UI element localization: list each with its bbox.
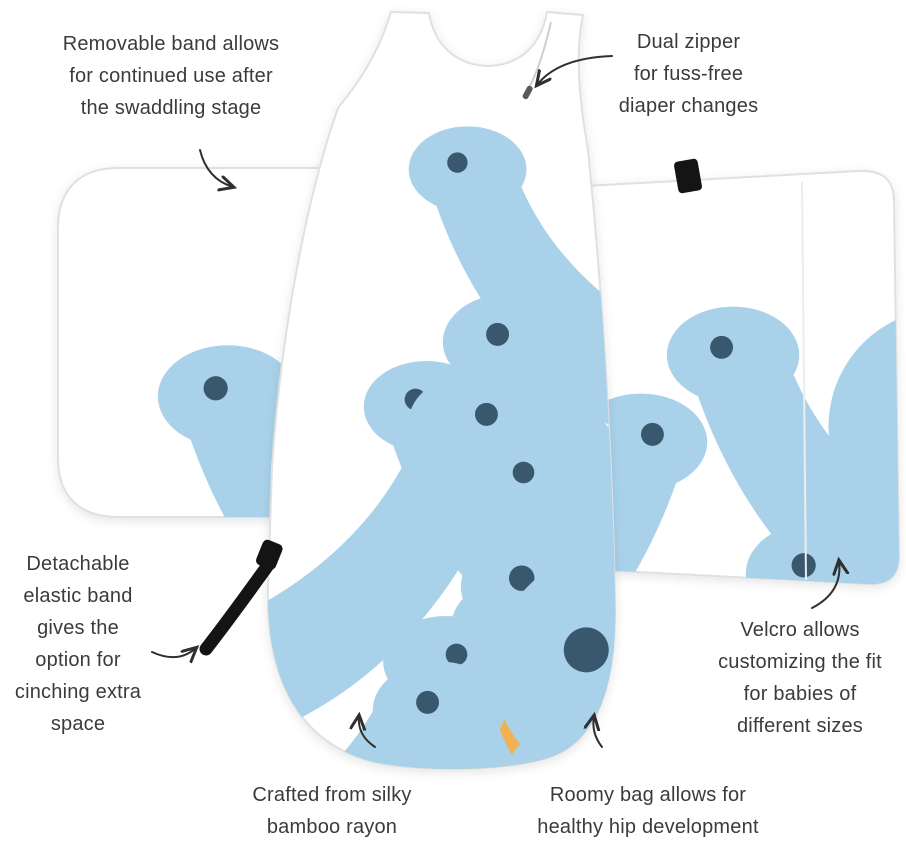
callout-detachable-band: Detachable elastic band gives the option… <box>2 548 154 740</box>
velcro-seam <box>801 181 807 581</box>
callout-line: the swaddling stage <box>80 97 262 119</box>
callout-line: Crafted from silky <box>252 784 412 806</box>
callout-removable-band: Removable band allows for continued use … <box>30 28 312 124</box>
callout-line: space <box>50 713 106 735</box>
arrow-bamboo <box>359 716 376 748</box>
callout-line: different sizes <box>736 715 864 737</box>
callout-dual-zipper: Dual zipper for fuss-free diaper changes <box>586 26 791 122</box>
callout-line: option for <box>35 649 121 671</box>
zipper-seam <box>529 21 552 87</box>
callout-line: customizing the fit <box>718 651 882 673</box>
callout-velcro: Velcro allows customizing the fit for ba… <box>690 614 906 742</box>
callout-roomy-bag: Roomy bag allows for healthy hip develop… <box>513 779 783 843</box>
callout-line: healthy hip development <box>537 816 759 838</box>
callout-line: gives the <box>37 617 119 639</box>
callout-line: elastic band <box>23 585 133 607</box>
callout-line: diaper changes <box>618 95 759 117</box>
callout-line: Removable band allows <box>62 33 280 55</box>
arrow-dual-zipper <box>537 55 613 85</box>
callout-line: for babies of <box>743 683 857 705</box>
callout-line: Velcro allows <box>740 619 860 641</box>
arrow-removable-band <box>199 149 233 187</box>
callout-line: for continued use after <box>69 65 273 87</box>
callout-line: bamboo rayon <box>266 816 398 838</box>
callout-line: for fuss-free <box>633 63 744 85</box>
callout-line: Detachable <box>26 553 130 575</box>
callout-line: Roomy bag allows for <box>549 784 747 806</box>
arrow-velcro <box>811 561 839 609</box>
elastic-band <box>199 554 278 656</box>
callout-line: Dual zipper <box>636 31 741 53</box>
callout-bamboo: Crafted from silky bamboo rayon <box>222 779 442 843</box>
zipper-pull-icon <box>522 85 533 100</box>
arrow-detachable-band <box>151 648 196 657</box>
arrow-roomy-bag <box>593 716 603 748</box>
callout-line: cinching extra <box>14 681 142 703</box>
annotation-arrows <box>151 55 839 748</box>
velcro-tab <box>674 158 702 194</box>
